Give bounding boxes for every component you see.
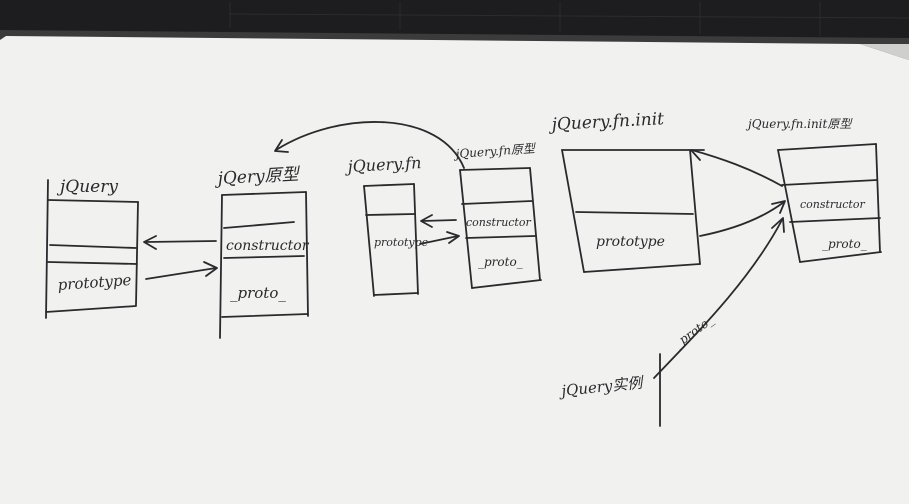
arrow-fn-prototype-exchange <box>419 214 460 245</box>
paper-shadow-edge <box>860 44 909 60</box>
keyboard <box>0 0 909 38</box>
jquery-slot-label: prototype <box>57 271 132 294</box>
paper-sheet <box>0 36 909 504</box>
arrow-init-proto-constructor <box>690 149 783 187</box>
jquery-fn-box <box>363 183 419 297</box>
arrow-prototype-to-jquery-proto <box>145 261 218 280</box>
jquery-fn-init-proto-box <box>777 143 882 263</box>
jquery-fn-slot-label: prototype <box>374 236 429 249</box>
jquery-fn-init-slot-label: prototype <box>596 234 665 250</box>
jquery-fn-title: jQuery.fn <box>344 153 422 176</box>
jquery-proto-slot1-label: constructor <box>226 238 310 254</box>
arrow-instance-proto <box>653 217 785 427</box>
jquery-title: jQuery <box>56 177 118 197</box>
keyboard-keys <box>229 2 909 36</box>
jquery-fn-proto-title: jQuery.fn原型 <box>452 141 537 161</box>
arrow-init-prototype-to-proto <box>699 200 786 237</box>
jquery-fn-init-proto-slot2-label: _proto_ <box>822 237 867 251</box>
jquery-fn-proto-slot1-label: constructor <box>466 216 531 229</box>
jquery-fn-proto-box <box>459 167 542 289</box>
jquery-proto-slot2-label: _proto_ <box>230 284 286 302</box>
jquery-fn-init-proto-title: jQuery.fn.init原型 <box>745 117 853 131</box>
jquery-fn-init-proto-slot1-label: constructor <box>800 198 865 211</box>
arrow-constructor-to-jquery <box>143 235 217 250</box>
jquery-fn-proto-slot2-label: _proto_ <box>478 255 523 269</box>
jquery-proto-title: jQery原型 <box>213 165 301 190</box>
jquery-proto-box <box>219 191 309 339</box>
jquery-fn-init-box <box>561 149 701 273</box>
arrow-fn-to-jquery-proto <box>274 121 465 169</box>
jquery-box <box>45 179 139 319</box>
